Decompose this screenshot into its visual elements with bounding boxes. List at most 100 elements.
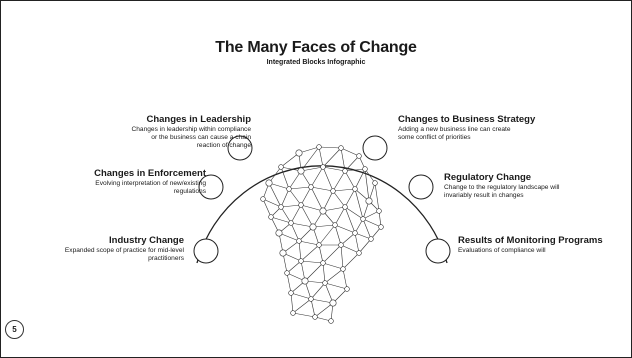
block-text-line: Evaluations of compliance will	[458, 247, 546, 254]
network-edge	[280, 188, 290, 208]
network-edge	[288, 188, 302, 206]
network-node	[320, 260, 326, 266]
block-heading: Changes to Business Strategy	[398, 114, 536, 125]
network-edge	[340, 232, 356, 246]
block-text-line: invariably result in changes	[444, 192, 524, 199]
network-edge	[334, 224, 356, 234]
network-edge	[314, 316, 332, 322]
network-node	[332, 222, 338, 228]
network-node	[279, 249, 287, 257]
network-edge	[262, 198, 272, 218]
network-edge	[300, 146, 320, 172]
network-node	[368, 236, 374, 242]
network-edge	[314, 302, 334, 318]
network-edge	[342, 268, 348, 290]
block-results-of-monitoring-programs: Results of Monitoring Programs Evaluatio…	[458, 235, 603, 255]
network-edge	[334, 224, 342, 246]
network-edge	[300, 260, 324, 264]
network-node	[376, 208, 382, 214]
network-edge	[290, 292, 312, 300]
network-node	[288, 290, 294, 296]
block-text-line: Change to the regulatory landscape will	[444, 184, 560, 191]
network-node	[362, 166, 368, 172]
network-node	[342, 204, 348, 210]
network-edge	[280, 166, 290, 190]
network-edge	[280, 206, 292, 224]
network-edge	[262, 198, 282, 208]
network-edge	[364, 168, 370, 202]
network-edge	[358, 238, 372, 254]
network-node	[296, 238, 302, 244]
network-edge	[322, 190, 334, 212]
block-text-line: Adding a new business line can create	[398, 126, 511, 133]
network-edge	[354, 168, 366, 190]
slide-subtitle: Integrated Blocks Infographic	[266, 59, 366, 66]
block-text-line: regulations	[173, 188, 206, 195]
network-node	[365, 197, 373, 205]
block-text-line: practitioners	[148, 255, 184, 262]
block-industry-change: Industry Change Expanded scope of practi…	[65, 235, 184, 263]
network-node	[290, 310, 296, 316]
network-edge	[304, 262, 324, 282]
network-edge	[344, 188, 356, 208]
network-edge	[342, 252, 360, 270]
network-edge	[340, 244, 344, 270]
network-edge	[322, 262, 344, 270]
network-edge	[310, 186, 334, 192]
network-node	[342, 168, 348, 174]
network-node	[320, 164, 326, 170]
network-edge	[334, 206, 346, 226]
network-edge	[292, 312, 316, 318]
block-heading: Changes in Enforcement	[94, 168, 206, 179]
network-edge	[292, 298, 312, 314]
network-node	[278, 164, 284, 170]
network-node	[275, 229, 283, 237]
network-node	[284, 270, 290, 276]
block-changes-in-enforcement: Changes in Enforcement Evolving interpre…	[94, 168, 206, 196]
network-edge	[318, 244, 324, 264]
network-edge	[290, 222, 300, 242]
network-node	[308, 296, 314, 302]
network-edge	[344, 206, 364, 220]
network-edge	[332, 190, 346, 208]
network-edge	[310, 282, 326, 300]
arc-node-leadership	[227, 135, 253, 161]
network-edge	[340, 147, 360, 157]
network-edge	[280, 204, 302, 208]
block-heading: Industry Change	[109, 235, 184, 246]
network-edge	[354, 188, 364, 220]
block-text-line: Expanded scope of practice for mid-level	[64, 247, 184, 254]
network-edge	[344, 170, 356, 190]
network-node	[298, 202, 304, 208]
network-node	[265, 179, 273, 187]
network-edge	[344, 168, 366, 172]
network-node	[378, 224, 384, 230]
network-node	[308, 184, 314, 190]
network-edge	[344, 206, 356, 234]
network-edge	[300, 186, 312, 206]
network-edge	[364, 168, 376, 184]
network-node	[328, 318, 334, 324]
network-node	[356, 153, 362, 159]
network-edge	[290, 292, 294, 314]
network-edge	[362, 218, 382, 228]
network-node	[360, 216, 366, 222]
page-number-badge: 5	[5, 320, 24, 339]
network-edge	[318, 146, 342, 149]
block-changes-to-business-strategy: Changes to Business Strategy Adding a ne…	[398, 114, 535, 142]
arc-connector	[196, 165, 448, 264]
network-node	[340, 266, 346, 272]
arc-node-industry	[193, 238, 219, 264]
network-edge	[290, 222, 314, 228]
network-edge	[310, 298, 316, 318]
network-edge	[280, 152, 300, 168]
network-node	[316, 242, 322, 248]
network-node	[295, 149, 303, 157]
network-node	[309, 223, 317, 231]
network-edge	[340, 244, 360, 254]
network-node	[338, 145, 344, 151]
network-node	[372, 180, 378, 186]
block-text-line: Evolving interpretation of new/existing	[95, 180, 206, 187]
